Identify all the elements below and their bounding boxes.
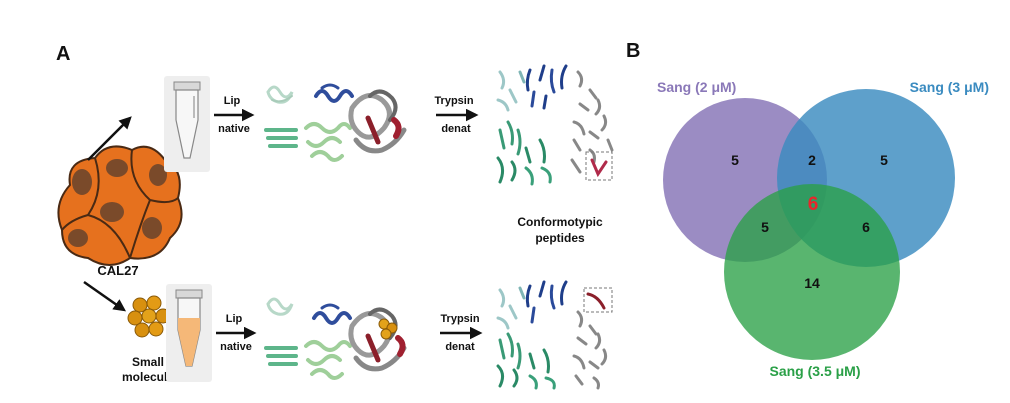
venn-set-3_5uM — [724, 184, 900, 360]
compound-label-line2: molecule — [122, 370, 174, 384]
compound-tube-icon — [166, 284, 212, 382]
venn-label-3_5uM: Sang (3.5 μM) — [769, 363, 860, 379]
top-step2-line1: Trypsin — [434, 95, 473, 107]
bottom-step1-line1: Lip — [226, 313, 243, 325]
venn-label-3uM: Sang (3 μM) — [910, 79, 989, 95]
empty-tube-icon — [164, 76, 210, 172]
venn-count-2uM-3_5uM: 5 — [761, 219, 769, 235]
panel-a-label: A — [56, 43, 70, 65]
bottom-peptide-fragments — [496, 280, 608, 390]
venn-count-only-3_5uM: 14 — [804, 275, 820, 291]
bottom-step2-line1: Trypsin — [440, 313, 479, 325]
top-peptide-fragments — [496, 64, 614, 186]
cell-line-label: CAL27 — [97, 263, 138, 278]
arrow-to-compound — [83, 280, 127, 312]
cal27-cells-illustration — [57, 145, 183, 266]
bottom-step2-line2: denat — [445, 341, 475, 353]
venn-count-3uM-3_5uM: 6 — [862, 219, 870, 235]
venn-label-2uM: Sang (2 μM) — [657, 79, 736, 95]
venn-count-all-three: 6 — [808, 194, 819, 215]
result-line2: peptides — [535, 231, 585, 245]
top-step1-line2: native — [218, 123, 250, 135]
top-protein-structures — [264, 83, 407, 162]
bound-compound-icon — [378, 318, 398, 340]
venn-diagram — [663, 89, 955, 360]
small-molecule-icon — [127, 295, 171, 338]
top-step1-line1: Lip — [224, 95, 241, 107]
venn-count-only-2uM: 5 — [731, 152, 739, 168]
panel-b-label: B — [626, 40, 640, 62]
bottom-conformotypic-peptide-box — [583, 287, 613, 313]
top-conformotypic-peptide-box — [585, 151, 613, 181]
venn-count-2uM-3uM: 2 — [808, 152, 816, 168]
top-step2-line2: denat — [441, 123, 471, 135]
arrow-to-native — [87, 116, 132, 161]
result-line1: Conformotypic — [517, 215, 603, 229]
bottom-step1-line2: native — [220, 341, 252, 353]
venn-count-only-3uM: 5 — [880, 152, 888, 168]
compound-label-line1: Small — [132, 355, 164, 369]
